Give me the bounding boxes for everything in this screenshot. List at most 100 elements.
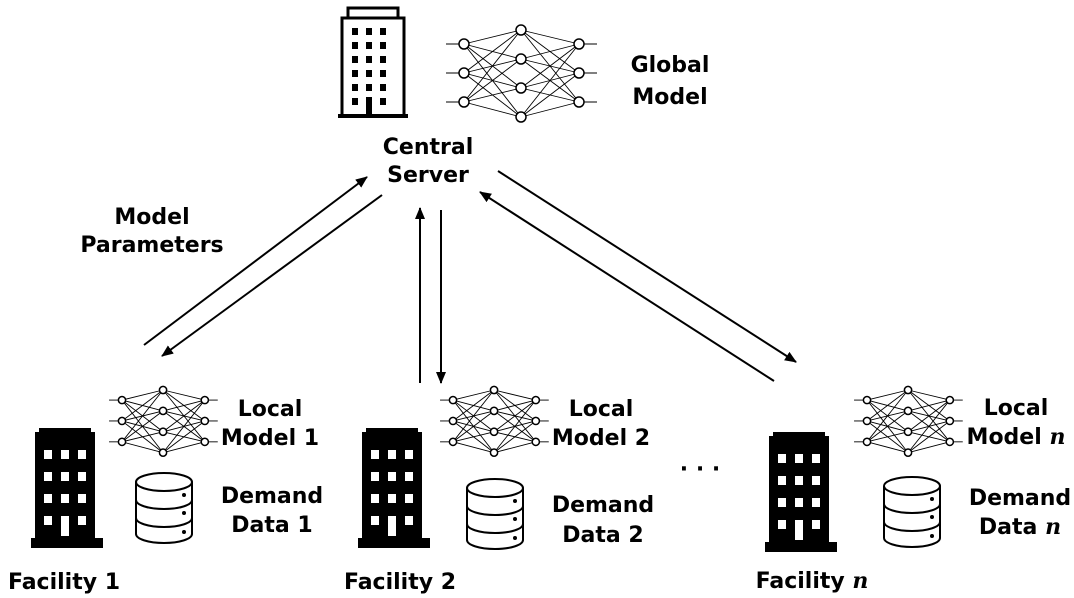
demand-data-2-database-icon	[466, 478, 524, 550]
local-model-1-label-line1: Local	[238, 397, 303, 422]
nn-node	[515, 53, 527, 65]
facility-1: Local Model 1 Demand Data 1 Facility 1	[8, 385, 323, 595]
nn-edge	[162, 399, 206, 433]
nn-edge	[162, 399, 206, 453]
nn-edge	[866, 431, 909, 443]
demand-data-n-database-icon	[883, 476, 941, 548]
nn-edge	[162, 399, 205, 412]
local-model-1-network-icon	[109, 385, 218, 457]
nn-node	[903, 385, 913, 395]
nn-edge	[162, 389, 205, 401]
nn-edge	[493, 420, 537, 453]
nn-edge	[452, 389, 495, 401]
nn-node	[489, 385, 499, 395]
demand-data-n-label-line2: Data n	[979, 514, 1061, 540]
nn-edge	[463, 87, 522, 103]
local-model-2-label-line1: Local	[569, 397, 634, 422]
upload-arrow-facility-1	[143, 176, 368, 346]
nn-edge	[520, 29, 580, 45]
nn-node	[158, 406, 168, 416]
nn-node	[903, 427, 913, 437]
nn-edge	[452, 441, 495, 454]
nn-node	[158, 448, 168, 457]
nn-node	[458, 38, 470, 50]
model-parameters-label-line2: Parameters	[80, 233, 223, 258]
nn-node	[515, 24, 527, 36]
nn-edge	[493, 399, 536, 412]
nn-edge	[907, 399, 951, 453]
nn-edge	[493, 399, 537, 453]
nn-edge	[493, 389, 536, 401]
nn-node	[458, 67, 470, 79]
nn-edge	[866, 410, 909, 443]
nn-edge	[907, 399, 950, 412]
nn-node	[117, 437, 127, 447]
facility-2: Local Model 2 Demand Data 2 Facility 2	[344, 385, 654, 595]
nn-node	[531, 437, 541, 447]
nn-edge	[866, 389, 909, 401]
nn-edge	[907, 399, 951, 433]
nn-node	[903, 448, 913, 457]
nn-node	[158, 427, 168, 437]
nn-edge	[520, 101, 580, 118]
facility-n-building-icon	[765, 432, 837, 552]
nn-node	[489, 406, 499, 416]
nn-edge	[520, 72, 580, 118]
nn-edge	[162, 441, 205, 454]
nn-node	[862, 437, 872, 447]
nn-node	[573, 38, 585, 50]
nn-node	[531, 395, 541, 405]
demand-data-2-label-line1: Demand	[552, 493, 654, 518]
download-arrow-facility-1	[161, 194, 383, 357]
facility-n-label: Facility n	[756, 568, 869, 594]
nn-node	[531, 416, 541, 426]
central-server-label-line2: Server	[387, 163, 469, 188]
nn-edge	[452, 410, 495, 443]
nn-edge	[452, 389, 495, 422]
nn-node	[200, 437, 210, 447]
nn-edge	[452, 431, 495, 443]
nn-edge	[463, 29, 522, 103]
global-model-network-icon	[446, 24, 597, 123]
nn-edge	[162, 420, 206, 453]
nn-node	[448, 416, 458, 426]
facility-1-label: Facility 1	[8, 570, 120, 595]
facility-n: Local Model n Demand Data n Facility n	[756, 385, 1071, 594]
nn-edge	[121, 410, 164, 443]
nn-edge	[121, 389, 164, 443]
local-model-n-label-line1: Local	[984, 396, 1049, 421]
nn-node	[489, 448, 499, 457]
global-model-label-line1: Global	[631, 53, 710, 78]
nn-edge	[452, 389, 495, 443]
nn-edge	[121, 389, 164, 422]
local-model-2-network-icon	[440, 385, 549, 457]
demand-data-2-label-line2: Data 2	[562, 523, 643, 548]
nn-node	[945, 395, 955, 405]
nn-edge	[463, 29, 522, 45]
nn-edge	[121, 441, 164, 454]
local-model-n-network-icon	[854, 385, 963, 457]
local-model-2-label-line2: Model 2	[552, 426, 650, 451]
nn-edge	[866, 389, 909, 422]
nn-node	[117, 416, 127, 426]
nn-node	[448, 437, 458, 447]
nn-edge	[520, 43, 580, 60]
nn-node	[117, 395, 127, 405]
global-model-label-line2: Model	[632, 85, 707, 110]
nn-node	[945, 416, 955, 426]
nn-node	[903, 406, 913, 416]
nn-node	[573, 96, 585, 108]
local-model-1-label-line2: Model 1	[221, 426, 319, 451]
nn-node	[945, 437, 955, 447]
facility-2-building-icon	[358, 428, 430, 548]
nn-node	[200, 395, 210, 405]
demand-data-1-label-line1: Demand	[221, 484, 323, 509]
nn-edge	[907, 441, 950, 454]
nn-edge	[907, 420, 951, 453]
nn-edge	[463, 58, 522, 103]
nn-edge	[493, 399, 537, 433]
nn-edge	[121, 389, 164, 401]
nn-edge	[463, 101, 522, 118]
nn-edge	[493, 441, 536, 454]
nn-node	[448, 395, 458, 405]
